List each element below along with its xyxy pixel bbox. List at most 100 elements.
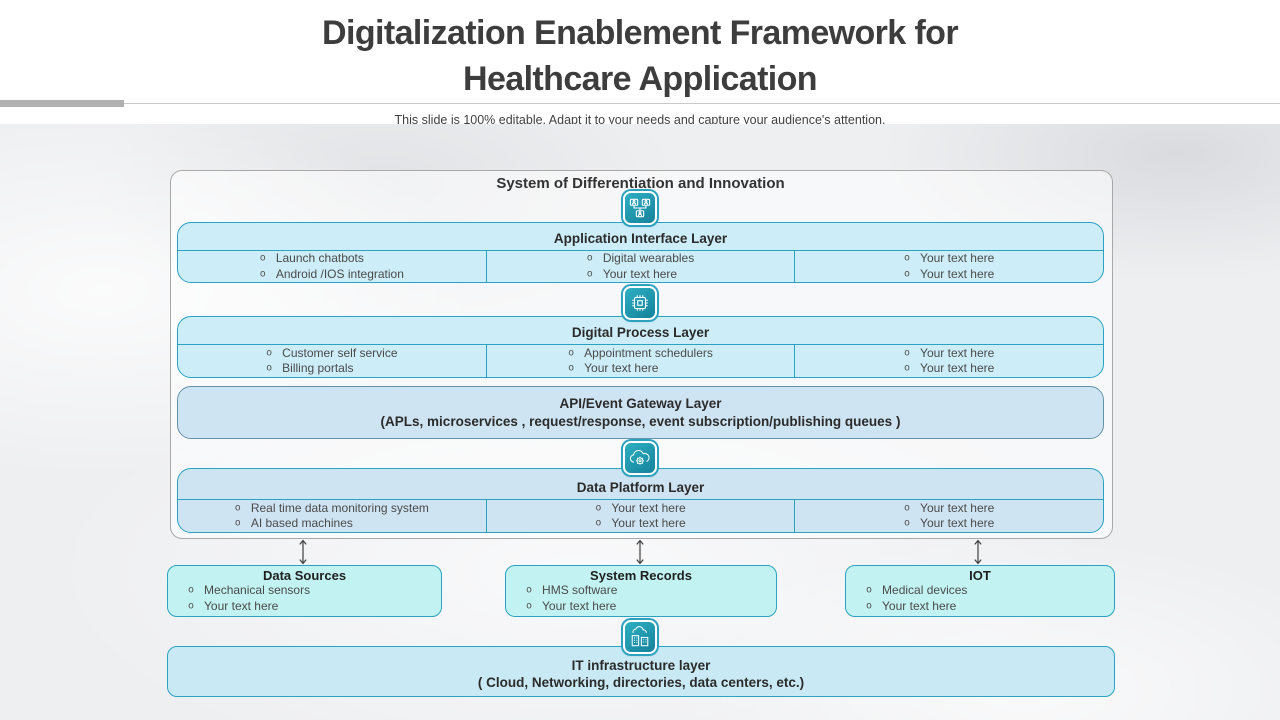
bullet-icon: o — [526, 600, 533, 611]
layer-title: Digital Process Layer — [178, 317, 1103, 345]
page-subtitle: This slide is 100% editable. Adapt it to… — [394, 113, 886, 127]
bullet-text: Your text here — [920, 266, 995, 281]
api-event-gateway-layer: API/Event Gateway Layer (APLs, microserv… — [177, 386, 1104, 439]
bullet-item: o Real time data monitoring system — [235, 501, 429, 517]
bullet-item: o Your text here — [595, 516, 685, 532]
layer-title: IT infrastructure layer — [571, 657, 711, 673]
bullet-text: Your text here — [920, 361, 995, 375]
bullet-icon: o — [568, 347, 575, 358]
bullet-item: o Digital wearables — [587, 251, 694, 267]
page-title: Digitalization Enablement Framework for … — [322, 14, 959, 98]
bullet-text: HMS software — [542, 583, 618, 597]
bullet-icon: o — [259, 252, 266, 264]
bullet-item: o Your text here — [904, 267, 994, 283]
box-title: System Records — [590, 568, 692, 583]
bullet-text: Your text here — [611, 500, 686, 515]
layer-title: Application Interface Layer — [178, 223, 1103, 251]
bullet-text: Your text here — [602, 266, 678, 281]
title-divider-line — [0, 103, 1280, 104]
data-center-icon — [623, 620, 657, 654]
bullet-item: o Android /IOS integration — [260, 267, 404, 283]
bullet-item: o Mechanical sensors — [188, 583, 441, 599]
microchip-icon — [623, 286, 657, 320]
bullet-item: o Your text here — [568, 361, 713, 377]
bullet-item: o Your text here — [904, 251, 994, 267]
bullet-icon: o — [234, 502, 241, 513]
bullet-item: o Your text here — [866, 599, 1114, 615]
connected-users-icon — [623, 191, 657, 225]
bullet-text: Android /IOS integration — [275, 266, 404, 281]
bullet-icon: o — [904, 517, 911, 529]
digital-process-layer: Digital Process Layer o Customer self ser… — [177, 316, 1104, 378]
bullet-item: o Your text here — [904, 516, 994, 532]
bullet-icon: o — [595, 517, 602, 529]
bullet-text: Real time data monitoring system — [250, 500, 429, 515]
bullet-item: o Medical devices — [866, 583, 1114, 599]
layer-column: o Real time data monitoring system o AI ba… — [178, 500, 486, 532]
bullet-text: Your text here — [920, 500, 995, 515]
bullet-text: Your text here — [920, 251, 995, 265]
bullet-icon: o — [259, 268, 266, 279]
bullet-icon: o — [266, 347, 273, 358]
bullet-text: Your text here — [611, 516, 686, 530]
bullet-icon: o — [866, 584, 873, 596]
bullet-icon: o — [568, 362, 575, 374]
bullet-item: o Your text here — [188, 599, 441, 615]
system-container-title: System of Differentiation and Innovation — [496, 175, 785, 192]
bullet-icon: o — [188, 600, 195, 611]
cloud-gear-icon — [623, 441, 657, 475]
bullet-text: Digital wearables — [602, 251, 695, 265]
bullet-icon: o — [188, 584, 195, 596]
bullet-icon: o — [586, 252, 593, 264]
bullet-icon: o — [904, 252, 911, 264]
layer-title: Data Platform Layer — [178, 469, 1103, 500]
bullet-text: Your text here — [204, 598, 279, 613]
box-title: IOT — [969, 568, 991, 583]
bullet-item: o Appointment schedulers — [568, 346, 713, 362]
double-arrow-icon — [636, 539, 644, 565]
bullet-text: Mechanical sensors — [204, 583, 311, 597]
bullet-icon: o — [266, 362, 273, 374]
layer-subtitle: (APLs, microservices , request/response,… — [380, 413, 901, 429]
bullet-text: Your text here — [920, 345, 995, 360]
layer-subtitle: ( Cloud, Networking, directories, data c… — [477, 674, 805, 690]
bullet-text: Appointment schedulers — [584, 345, 713, 360]
layer-title: API/Event Gateway Layer — [559, 395, 722, 411]
bullet-icon: o — [904, 268, 911, 279]
bullet-text: Billing portals — [282, 361, 354, 375]
bullet-icon: o — [904, 502, 911, 513]
bullet-item: o Your text here — [904, 501, 994, 517]
bullet-text: Your text here — [584, 361, 659, 375]
bullet-text: Your text here — [542, 598, 617, 613]
double-arrow-icon — [299, 539, 307, 565]
bullet-item: o Billing portals — [266, 361, 397, 377]
bullet-item: o Customer self service — [266, 346, 397, 362]
bullet-text: AI based machines — [250, 516, 353, 530]
bullet-text: Your text here — [920, 516, 995, 530]
bullet-text: Customer self service — [282, 345, 398, 360]
bullet-item: o Your text here — [526, 599, 776, 615]
data-platform-layer: Data Platform Layer o Real time data moni… — [177, 468, 1104, 533]
bullet-text: Your text here — [882, 598, 957, 613]
bullet-icon: o — [904, 362, 911, 374]
bullet-item: o Your text here — [904, 361, 994, 377]
bullet-icon: o — [586, 268, 593, 279]
bullet-icon: o — [866, 600, 873, 611]
bullet-item: o Your text here — [587, 267, 694, 283]
bullet-text: Medical devices — [882, 583, 968, 597]
